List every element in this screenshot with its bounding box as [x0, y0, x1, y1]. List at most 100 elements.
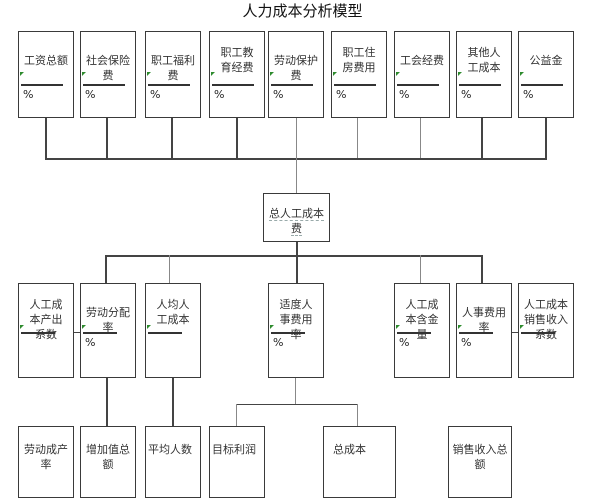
node-average-headcount[interactable]: 平均人数: [145, 426, 201, 498]
node-label: 适度人事费用率: [279, 298, 313, 341]
node-other-labor-cost[interactable]: 其他人工成本 %: [456, 31, 512, 118]
input-underline: [148, 84, 190, 86]
percent-value[interactable]: %: [85, 88, 96, 101]
input-underline: [21, 84, 63, 86]
node-housing[interactable]: 职工住房费用 %: [331, 31, 387, 118]
connector: [296, 158, 297, 193]
node-union-fee[interactable]: 工会经费 %: [394, 31, 450, 118]
node-label: 人均人工成本: [156, 298, 190, 326]
node-personnel-expense-rate[interactable]: 人事费用率 %: [456, 283, 512, 378]
node-label: 职工教育经费: [220, 46, 254, 74]
connector: [106, 378, 108, 426]
node-per-capita-labor-cost[interactable]: 人均人工成本: [145, 283, 201, 378]
comment-marker-icon: [520, 72, 524, 76]
percent-value[interactable]: %: [273, 88, 284, 101]
node-output-coefficient[interactable]: 人工成本产出系数: [18, 283, 74, 378]
node-labor-protection[interactable]: 劳动保护费 %: [268, 31, 324, 118]
connector: [296, 118, 297, 158]
node-label: 劳动分配率: [86, 306, 130, 334]
node-label: 公益金: [529, 54, 563, 67]
node-sales-revenue-total[interactable]: 销售收入总额: [448, 426, 512, 498]
input-underline: [271, 332, 305, 334]
node-label: 工资总额: [24, 54, 68, 67]
connector: [74, 332, 81, 333]
comment-marker-icon: [333, 72, 337, 76]
connector: [236, 404, 237, 426]
connector: [169, 255, 170, 283]
comment-marker-icon: [20, 325, 24, 329]
node-label: 其他人工成本: [467, 46, 501, 74]
percent-value[interactable]: %: [461, 336, 472, 349]
node-label: 劳动保护费: [274, 54, 318, 82]
node-welfare[interactable]: 职工福利费 %: [145, 31, 201, 118]
input-underline: [397, 332, 431, 334]
total-label-text: 总人工成本费: [269, 207, 324, 236]
node-appropriate-personnel-rate[interactable]: 适度人事费用率 %: [268, 283, 324, 378]
percent-value[interactable]: %: [399, 336, 410, 349]
connector: [296, 242, 298, 255]
connector: [420, 255, 421, 283]
node-label: 人事费用率: [462, 306, 506, 334]
node-label: 社会保险费: [86, 54, 130, 82]
node-label: 职工住房费用: [342, 46, 376, 74]
comment-marker-icon: [82, 325, 86, 329]
node-social-insurance[interactable]: 社会保险费 %: [80, 31, 136, 118]
percent-value[interactable]: %: [273, 336, 284, 349]
percent-value[interactable]: %: [523, 88, 534, 101]
percent-value[interactable]: %: [461, 88, 472, 101]
input-underline: [83, 84, 125, 86]
node-wage-total[interactable]: 工资总额 %: [18, 31, 74, 118]
comment-marker-icon: [82, 72, 86, 76]
input-underline: [459, 84, 501, 86]
node-label: 工会经费: [400, 54, 444, 67]
input-underline: [148, 332, 182, 334]
percent-value[interactable]: %: [150, 88, 161, 101]
node-label: 平均人数: [148, 443, 192, 456]
node-public-welfare-fund[interactable]: 公益金 %: [518, 31, 574, 118]
input-underline: [459, 332, 493, 334]
connector-bus: [105, 255, 483, 257]
percent-value[interactable]: %: [214, 88, 225, 101]
percent-value[interactable]: %: [23, 88, 34, 101]
node-value-added-total[interactable]: 增加值总额: [80, 426, 136, 498]
node-label: 销售收入总额: [452, 443, 508, 471]
comment-marker-icon: [270, 325, 274, 329]
node-target-profit[interactable]: 目标利润: [209, 426, 265, 498]
node-sales-revenue-coefficient[interactable]: 人工成本销售收入系数: [518, 283, 574, 378]
percent-value[interactable]: %: [336, 88, 347, 101]
connector: [45, 118, 47, 158]
input-underline: [83, 332, 117, 334]
node-label: 人工成本含金量: [405, 298, 439, 341]
node-label: 总人工成本费: [264, 206, 329, 236]
node-label: 增加值总额: [86, 443, 130, 471]
node-total-cost[interactable]: 总成本: [323, 426, 396, 498]
comment-marker-icon: [270, 72, 274, 76]
node-label: 目标利润: [212, 443, 256, 456]
node-label: 职工福利费: [151, 54, 195, 82]
connector: [295, 378, 296, 404]
comment-marker-icon: [458, 72, 462, 76]
connector: [171, 118, 173, 158]
node-labor-productivity[interactable]: 劳动成产率: [18, 426, 74, 498]
node-education[interactable]: 职工教育经费 %: [209, 31, 265, 118]
connector: [481, 255, 483, 283]
percent-value[interactable]: %: [399, 88, 410, 101]
connector: [357, 404, 358, 426]
node-labor-distribution-rate[interactable]: 劳动分配率 %: [80, 283, 136, 378]
comment-marker-icon: [458, 325, 462, 329]
percent-value[interactable]: %: [85, 336, 96, 349]
comment-marker-icon: [396, 72, 400, 76]
input-underline: [21, 332, 55, 334]
connector: [545, 118, 547, 158]
input-underline: [521, 332, 555, 334]
input-underline: [397, 84, 439, 86]
connector: [481, 118, 483, 158]
connector: [512, 332, 519, 333]
diagram-title: 人力成本分析模型: [242, 2, 363, 20]
comment-marker-icon: [147, 325, 151, 329]
input-underline: [521, 84, 563, 86]
input-underline: [212, 84, 254, 86]
node-total-labor-cost[interactable]: 总人工成本费: [263, 193, 330, 242]
node-label: 人工成本销售收入系数: [524, 298, 568, 341]
node-labor-cost-gold-content[interactable]: 人工成本含金量 %: [394, 283, 450, 378]
